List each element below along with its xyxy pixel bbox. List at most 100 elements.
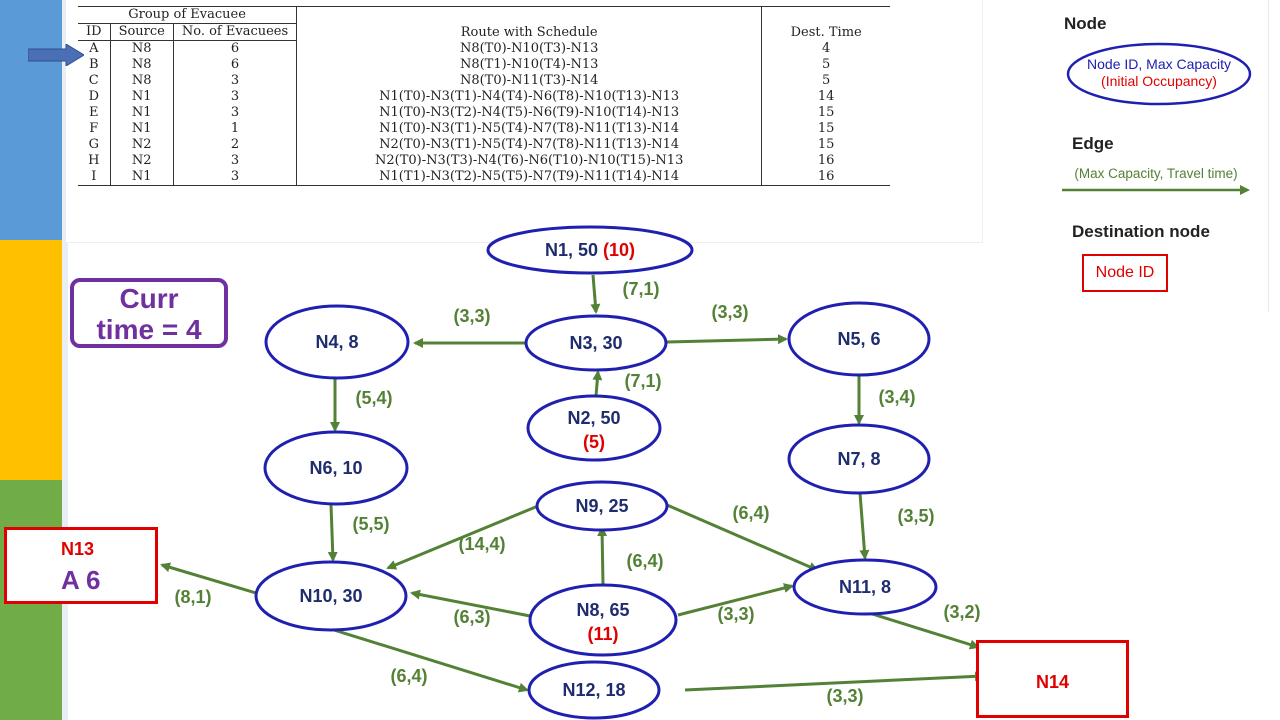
node-n1-shape (486, 225, 694, 275)
edge-label-n3-n4: (3,3) (453, 306, 490, 326)
node-n4: N4, 8 (264, 304, 410, 380)
schedule-cell: N8(T0)-N11(T3)-N14 (296, 73, 762, 89)
current-time-line2: time = 4 (96, 314, 202, 345)
node-n1-text: N1, 50 (10) (545, 240, 635, 260)
edge-label-n8-n10: (6,3) (453, 607, 490, 627)
node-n7-text: N7, 8 (837, 449, 880, 469)
edge-label-n4-n6: (5,4) (355, 388, 392, 408)
edge-label-n7-n11: (3,5) (897, 506, 934, 526)
node-n3-shape (524, 314, 668, 372)
schedule-cell: 3 (172, 73, 297, 89)
edge-label-n9-n10: (14,4) (458, 534, 505, 554)
node-n8: N8, 65(11) (528, 583, 678, 657)
node-n9-shape (535, 480, 669, 532)
node-n10: N10, 30 (254, 560, 408, 632)
node-n7: N7, 8 (787, 423, 931, 495)
route-header: Route with Schedule (296, 6, 762, 41)
dest-node-n14: N14 (976, 640, 1129, 718)
schedule-cell: N1 (109, 121, 174, 137)
schedule-cell: A (89, 41, 99, 56)
legend-node-heading: Node (1064, 14, 1107, 33)
node-n9-label: N9, 25 (575, 496, 628, 516)
dest-node-n13: N13 A 6 (4, 527, 158, 604)
node-n12-label: N12, 18 (562, 680, 625, 700)
schedule-cell: 5 (761, 57, 891, 73)
node-n2-shape (526, 394, 662, 462)
legend-edge-sample: (Max Capacity, Travel time) (1062, 166, 1250, 195)
node-n7-label: N7, 8 (837, 449, 880, 469)
source-header: Source (109, 23, 174, 41)
node-n8-text: N8, 65(11) (576, 600, 629, 644)
schedule-cell: N1(T1)-N3(T2)-N5(T5)-N7(T9)-N11(T14)-N14 (296, 169, 762, 186)
schedule-cell: 3 (172, 89, 297, 105)
schedule-cell: 15 (761, 121, 891, 137)
node-n5-text: N5, 6 (837, 329, 880, 349)
schedule-cell: 14 (761, 89, 891, 105)
current-time-box: Curr time = 4 (70, 278, 228, 348)
node-n4-label: N4, 8 (315, 332, 358, 352)
edge-n8-n10 (410, 589, 531, 618)
edge-label-n10-n12: (6,4) (390, 666, 427, 686)
legend: Node Node ID, Max Capacity (Initial Occu… (1058, 0, 1269, 312)
schedule-cell: 3 (172, 169, 297, 186)
dest-node-n13-label: N13 (61, 539, 95, 559)
side-band-blue (0, 0, 62, 240)
edge-n10-n12 (333, 628, 529, 693)
schedule-cell: I (91, 169, 97, 184)
schedule-cell: N8 (109, 73, 174, 89)
edge-label-n12-n14: (3,3) (826, 686, 863, 706)
schedule-cell: E (89, 105, 99, 120)
schedule-cell: 2 (172, 137, 297, 153)
schedule-cell: N1 (109, 89, 174, 105)
node-n12: N12, 18 (527, 660, 661, 720)
edge-n3-n5 (666, 334, 788, 345)
legend-dest-sample: Node ID (1082, 254, 1168, 292)
schedule-cell: N2 (109, 153, 174, 169)
edge-label-n6-n10: (5,5) (352, 514, 389, 534)
edge-n2-n3 (592, 370, 603, 397)
edge-label-n3-n5: (3,3) (711, 302, 748, 322)
node-n4-shape (264, 304, 410, 380)
node-n9-text: N9, 25 (575, 496, 628, 516)
node-n7-shape (787, 423, 931, 495)
schedule-cell: 6 (172, 57, 297, 73)
node-n6-label: N6, 10 (309, 458, 362, 478)
edge-n9-n10 (386, 504, 539, 570)
node-n6-text: N6, 10 (309, 458, 362, 478)
node-n9: N9, 25 (535, 480, 669, 532)
schedule-cell: N2 (109, 137, 174, 153)
schedule-cell: 4 (761, 40, 891, 57)
edge-n10-n13 (160, 562, 257, 595)
node-n5-label: N5, 6 (837, 329, 880, 349)
edge-n1-n3 (590, 274, 601, 314)
schedule-table: Group of Evacuee Route with Schedule Des… (78, 6, 891, 186)
schedule-cell: 16 (761, 169, 891, 186)
node-n2: N2, 50(5) (526, 394, 662, 462)
schedule-cell: N2(T0)-N3(T1)-N5(T4)-N7(T8)-N11(T13)-N14 (296, 137, 762, 153)
edge-label-n8-n9: (6,4) (626, 551, 663, 571)
id-header: ID (78, 23, 111, 41)
node-n12-text: N12, 18 (562, 680, 625, 700)
edge-label-n5-n7: (3,4) (878, 387, 915, 407)
schedule-cell: N8(T0)-N10(T3)-N13 (296, 40, 762, 57)
schedule-cell: 5 (761, 73, 891, 89)
legend-node-shape: Node ID, Max Capacity (Initial Occupancy… (1066, 42, 1252, 106)
node-n11-label: N11, 8 (839, 577, 891, 597)
schedule-cell: H (88, 153, 100, 168)
edge-n7-n11 (858, 492, 870, 560)
schedule-cell: N8 (109, 40, 174, 57)
node-n10-label: N10, 30 (299, 586, 362, 606)
edge-n8-n9 (597, 526, 608, 586)
node-n2-text: N2, 50(5) (567, 408, 620, 452)
edge-n9-n11 (666, 503, 819, 572)
node-n8-shape (528, 583, 678, 657)
legend-dest-heading: Destination node (1072, 222, 1210, 241)
node-n12-shape (527, 660, 661, 720)
schedule-cell: N8(T1)-N10(T4)-N13 (296, 57, 762, 73)
